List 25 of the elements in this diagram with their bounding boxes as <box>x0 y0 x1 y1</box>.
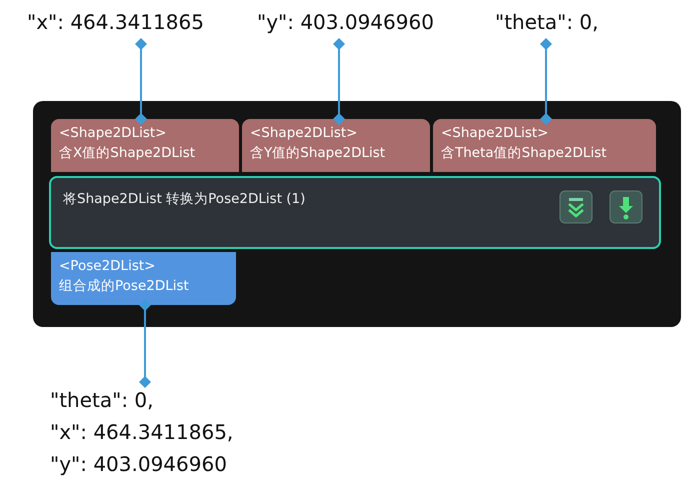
port-label: 含Theta值的Shape2DList <box>441 144 607 163</box>
value-text: "y": 403.0946960 <box>50 451 227 478</box>
input-port <box>242 119 430 172</box>
value-text: "x": 464.3411865, <box>50 419 234 446</box>
port-label: <Shape2DList> <box>250 124 358 143</box>
port-label: 组合成的Pose2DList <box>59 277 189 296</box>
port-label: 含X值的Shape2DList <box>59 144 196 163</box>
input-port <box>51 119 239 172</box>
port-label: <Shape2DList> <box>441 124 548 143</box>
value-text: "theta": 0, <box>495 9 598 36</box>
port-label: <Shape2DList> <box>59 124 166 143</box>
step-box <box>49 176 661 249</box>
connector-line <box>139 299 151 388</box>
value-text: "y": 403.0946960 <box>257 9 434 36</box>
connector-line <box>540 38 552 125</box>
value-text: "theta": 0, <box>50 387 154 414</box>
value-text: "x": 464.3411865 <box>27 9 204 36</box>
output-port <box>51 252 236 305</box>
port-label: <Pose2DList> <box>59 257 156 276</box>
connector-line <box>333 38 345 125</box>
connector-line <box>135 38 147 125</box>
port-label: 含Y值的Shape2DList <box>250 144 386 163</box>
node-panel <box>33 101 681 327</box>
step-title: 将Shape2DList 转换为Pose2DList (1) <box>63 190 306 208</box>
input-port <box>433 119 656 172</box>
